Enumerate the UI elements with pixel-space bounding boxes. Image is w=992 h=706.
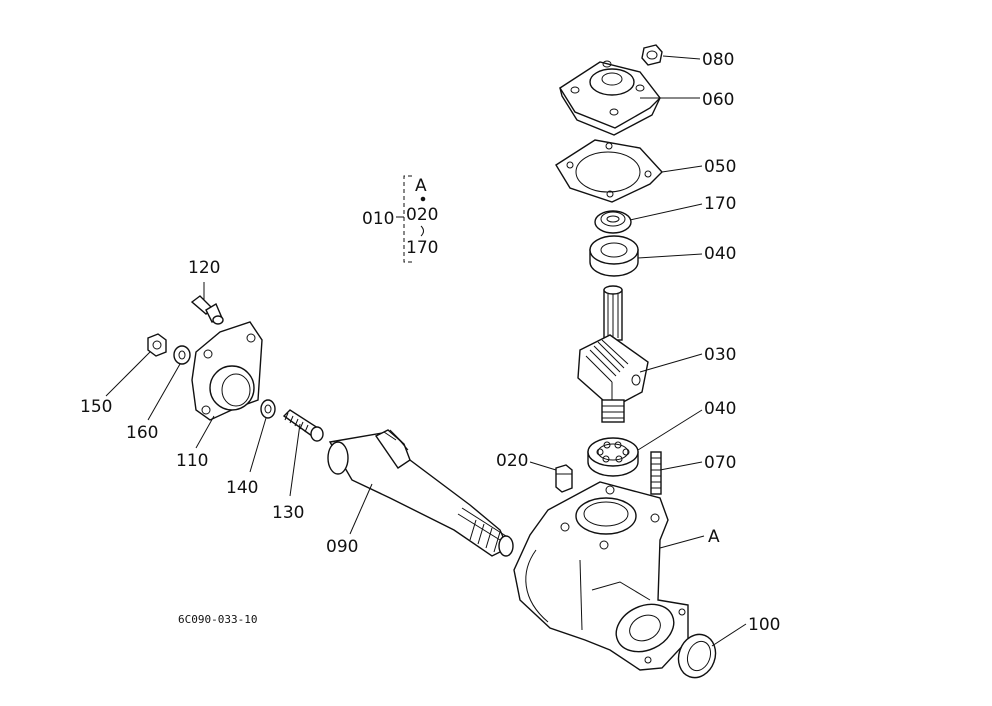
label-090: 090 — [326, 537, 358, 557]
assembly-bracket — [403, 175, 426, 263]
label-150: 150 — [80, 397, 112, 417]
part-030-worm-shaft — [577, 285, 649, 423]
label-030: 030 — [704, 345, 736, 365]
part-140-washer — [260, 399, 276, 419]
label-170: 170 — [704, 194, 736, 214]
drawing-code: 6C090-033-10 — [178, 613, 257, 626]
part-070-stud — [650, 451, 662, 495]
part-040-bottom-bearing — [587, 437, 639, 477]
part-050-gasket — [555, 139, 663, 203]
assembly-line-A: A — [415, 176, 427, 196]
part-110-side-cover — [191, 321, 263, 421]
label-050: 050 — [704, 157, 736, 177]
label-060: 060 — [702, 90, 734, 110]
assembly-ref-010: 010 — [362, 209, 394, 229]
label-160: 160 — [126, 423, 158, 443]
label-130: 130 — [272, 503, 304, 523]
label-A: A — [708, 527, 720, 547]
part-170-seal — [594, 210, 632, 234]
part-020-plug — [555, 464, 573, 493]
label-040-bottom: 040 — [704, 399, 736, 419]
part-080-nut — [641, 44, 663, 66]
label-120: 120 — [188, 258, 220, 278]
part-120-bleed-screw — [190, 295, 224, 325]
part-100-oil-seal — [677, 633, 717, 679]
label-040-top: 040 — [704, 244, 736, 264]
label-070: 070 — [704, 453, 736, 473]
label-020: 020 — [496, 451, 528, 471]
part-060-cover — [559, 60, 661, 136]
part-160-washer — [173, 345, 191, 365]
assembly-line-020: 020 — [406, 205, 438, 225]
part-150-nut — [147, 333, 167, 357]
assembly-line-170: 170 — [406, 238, 438, 258]
part-labels: 080 060 050 170 040 030 040 070 020 A 10… — [80, 50, 780, 635]
label-140: 140 — [226, 478, 258, 498]
label-100: 100 — [748, 615, 780, 635]
part-090-sector-shaft — [327, 429, 514, 557]
part-A-gearbox-housing — [513, 481, 689, 671]
leader-lines — [105, 55, 747, 647]
part-040-top-bearing — [589, 235, 639, 277]
part-130-adjusting-screw — [282, 409, 324, 442]
label-080: 080 — [702, 50, 734, 70]
label-110: 110 — [176, 451, 208, 471]
